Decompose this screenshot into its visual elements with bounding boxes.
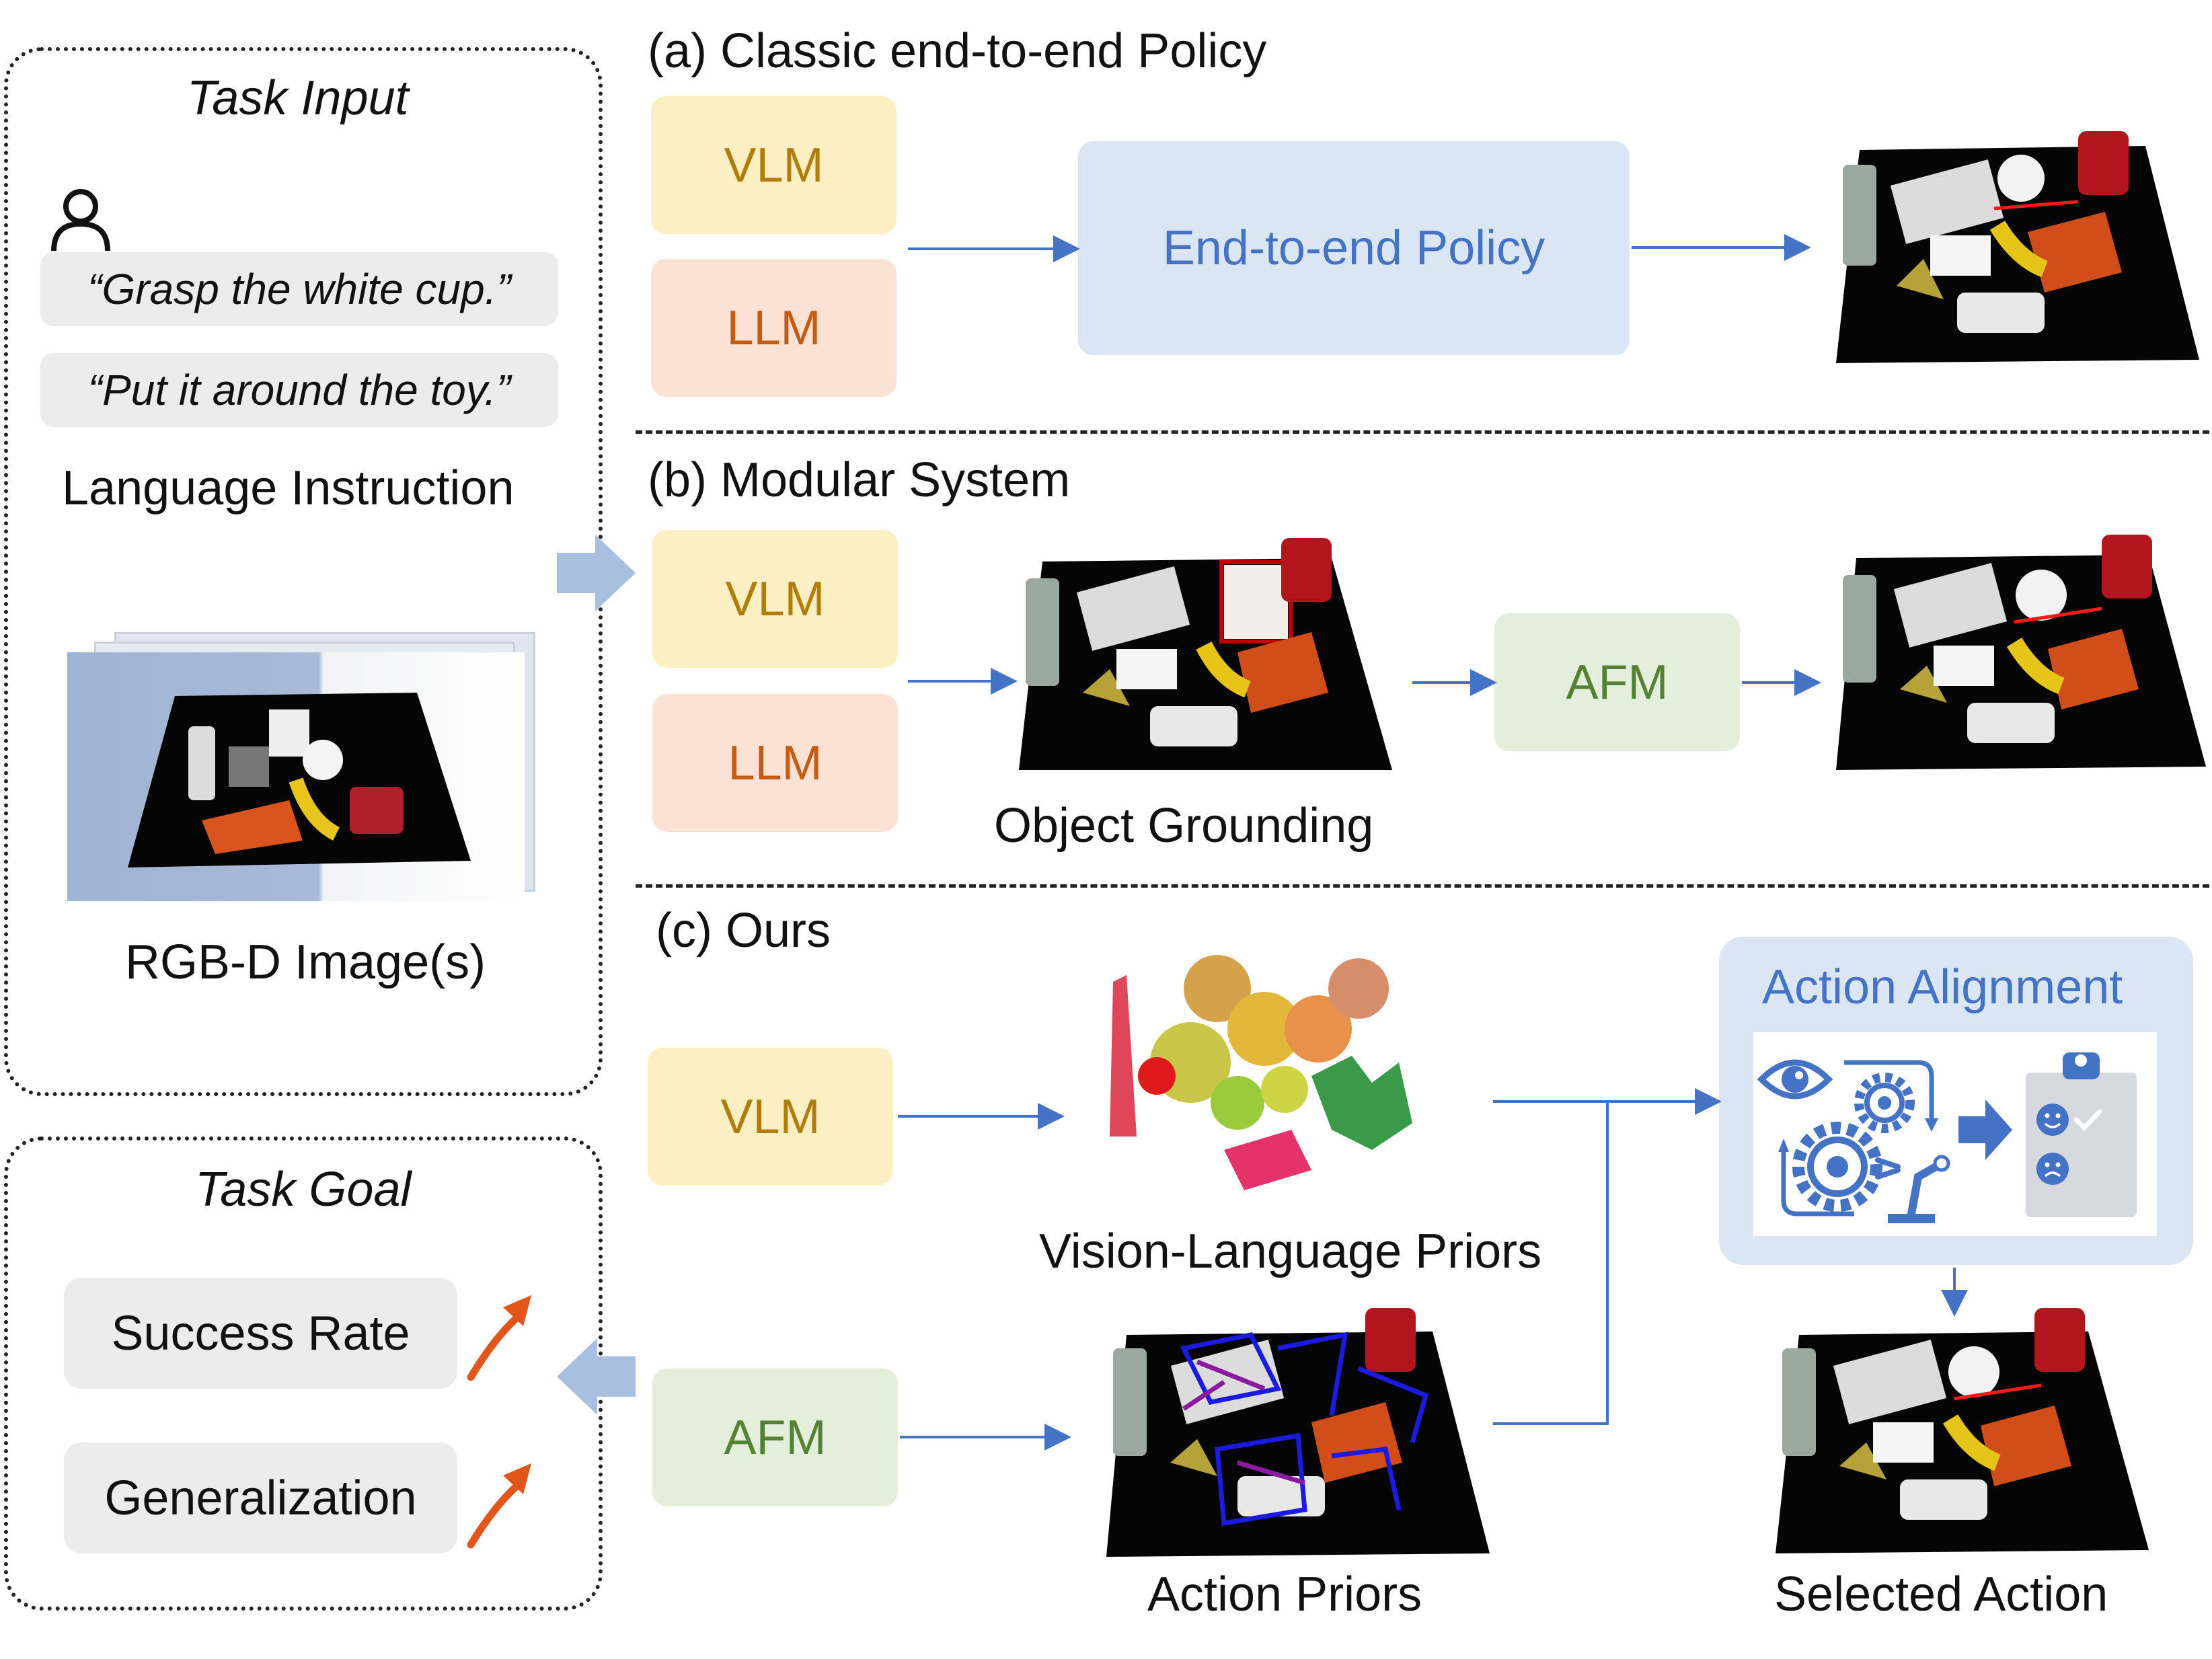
section-a-llm-box: LLM [651, 259, 897, 397]
action-alignment-panel [1753, 1032, 2157, 1236]
selected-action-scene [1776, 1308, 2149, 1553]
generalization-box: Generalization [64, 1442, 457, 1553]
section-a-vlm-box: VLM [651, 96, 897, 234]
big-arrow-input-to-methods [557, 535, 636, 611]
gear-icon [1792, 1122, 1882, 1212]
trend-up-arrow-icon [467, 1463, 531, 1549]
happy-face-icon [2036, 1104, 2069, 1136]
section-a-title: (a) Classic end-to-end Policy [648, 24, 1267, 78]
language-instruction-label: Language Instruction [62, 461, 514, 515]
separator-a-b [636, 430, 2209, 434]
trend-up-arrow-icon [467, 1295, 531, 1381]
section-b-afm-box: AFM [1494, 613, 1740, 751]
scene-image-a-output [1836, 131, 2199, 363]
scene-image-b-output [1836, 535, 2206, 770]
rgbd-image-label: RGB-D Image(s) [125, 935, 486, 989]
instruction-quote-2: “Put it around the toy.” [40, 353, 558, 427]
rgbd-image-stack [67, 632, 538, 901]
scene-image-b-grounding [1019, 538, 1392, 770]
person-icon [51, 189, 110, 252]
section-b-llm-box: LLM [652, 694, 898, 832]
action-priors-label: Action Priors [1147, 1568, 1422, 1621]
object-grounding-label: Object Grounding [994, 799, 1374, 853]
section-c-title: (c) Ours [656, 904, 831, 958]
sad-face-icon [2036, 1153, 2069, 1185]
instruction-quote-1: “Grasp the white cup.” [40, 252, 558, 326]
big-arrow-methods-to-goal [557, 1338, 636, 1415]
rgbd-image [67, 652, 525, 901]
separator-b-c [636, 884, 2209, 888]
action-alignment-title: Action Alignment [1762, 960, 2123, 1014]
vision-language-priors-pointcloud [1110, 955, 1412, 1190]
clipboard-icon [2026, 1052, 2137, 1217]
vision-language-priors-label: Vision-Language Priors [1039, 1225, 1542, 1278]
section-c-afm-box: AFM [652, 1368, 898, 1506]
action-priors-scene [1106, 1308, 1490, 1557]
section-b-vlm-box: VLM [652, 530, 898, 668]
gear-icon [1854, 1073, 1915, 1133]
robot-arm-icon [1875, 1155, 1950, 1223]
eye-icon [1757, 1059, 1833, 1099]
task-input-title: Task Input [187, 71, 409, 125]
task-goal-title: Task Goal [195, 1163, 412, 1217]
connector-action-priors-merge [1493, 1102, 1609, 1425]
section-b-title: (b) Modular System [648, 453, 1071, 507]
end-to-end-policy-box: End-to-end Policy [1078, 141, 1630, 355]
selected-action-label: Selected Action [1774, 1568, 2108, 1621]
section-c-vlm-box: VLM [648, 1048, 893, 1186]
success-rate-box: Success Rate [64, 1278, 457, 1389]
